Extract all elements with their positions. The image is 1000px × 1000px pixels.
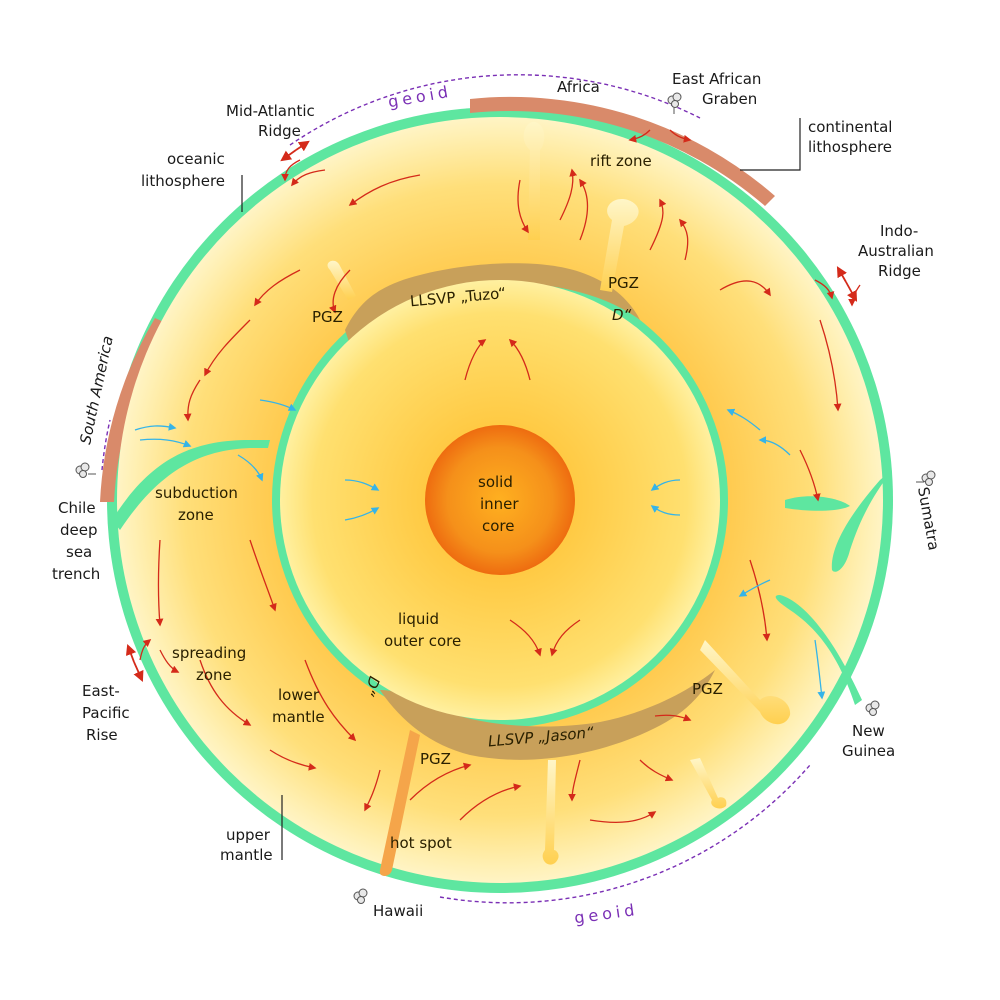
label-liquid-outer-1: liquid xyxy=(398,610,439,628)
label-solid-inner-3: core xyxy=(482,517,515,535)
label-lower-mantle-1: lower xyxy=(278,686,320,704)
label-pgz-bottom: PGZ xyxy=(420,750,451,768)
label-continental-lithosphere-1: continental xyxy=(808,118,892,136)
label-continental-lithosphere-2: lithosphere xyxy=(808,138,892,156)
label-hawaii: Hawaii xyxy=(373,902,423,920)
label-lower-mantle-2: mantle xyxy=(272,708,325,726)
label-spreading-2: zone xyxy=(196,666,232,684)
label-east-african-graben-2: Graben xyxy=(702,90,757,108)
volcano-plume-icon-sumatra xyxy=(916,471,935,486)
geoid-label-bottom: geoid xyxy=(573,900,639,928)
label-east-african-graben-1: East African xyxy=(672,70,761,88)
label-sumatra: Sumatra xyxy=(914,486,943,552)
label-indo-australian-1: Indo- xyxy=(880,222,918,240)
volcano-plume-icon-hawaii xyxy=(354,889,367,904)
volcano-plume-icon-east-african xyxy=(668,93,681,114)
label-oceanic-lithosphere-1: oceanic xyxy=(167,150,225,168)
label-new-guinea-2: Guinea xyxy=(842,742,895,760)
geoid-label-top: geoid xyxy=(387,82,454,112)
label-chile-1: Chile xyxy=(58,499,96,517)
label-east-pacific-1: East- xyxy=(82,682,120,700)
volcano-plume-icon-new-guinea xyxy=(866,701,879,716)
label-chile-3: sea xyxy=(66,543,92,561)
label-d-double-prime-top: D“ xyxy=(612,306,632,324)
label-pgz-left: PGZ xyxy=(312,308,343,326)
label-chile-2: deep xyxy=(60,521,98,539)
label-east-pacific-2: Pacific xyxy=(82,704,130,722)
label-liquid-outer-2: outer core xyxy=(384,632,461,650)
label-mid-atlantic-1: Mid-Atlantic xyxy=(226,102,315,120)
label-pgz-right-top: PGZ xyxy=(608,274,639,292)
label-pgz-right-bottom: PGZ xyxy=(692,680,723,698)
label-chile-4: trench xyxy=(52,565,100,583)
label-subduction-2: zone xyxy=(178,506,214,524)
label-mid-atlantic-2: Ridge xyxy=(258,122,301,140)
leader-continental-lithosphere xyxy=(740,118,800,170)
label-solid-inner-2: inner xyxy=(480,495,519,513)
label-east-pacific-3: Rise xyxy=(86,726,118,744)
label-upper-mantle-1: upper xyxy=(226,826,271,844)
label-hot-spot: hot spot xyxy=(390,834,452,852)
label-spreading-1: spreading xyxy=(172,644,246,662)
label-solid-inner-1: solid xyxy=(478,473,513,491)
label-subduction-1: subduction xyxy=(155,484,238,502)
label-new-guinea-1: New xyxy=(852,722,885,740)
label-africa: Africa xyxy=(557,78,600,96)
label-indo-australian-3: Ridge xyxy=(878,262,921,280)
volcano-plume-icon-chile xyxy=(76,463,96,478)
label-indo-australian-2: Australian xyxy=(858,242,934,260)
label-oceanic-lithosphere-2: lithosphere xyxy=(141,172,225,190)
label-rift-zone: rift zone xyxy=(590,152,652,170)
label-upper-mantle-2: mantle xyxy=(220,846,273,864)
